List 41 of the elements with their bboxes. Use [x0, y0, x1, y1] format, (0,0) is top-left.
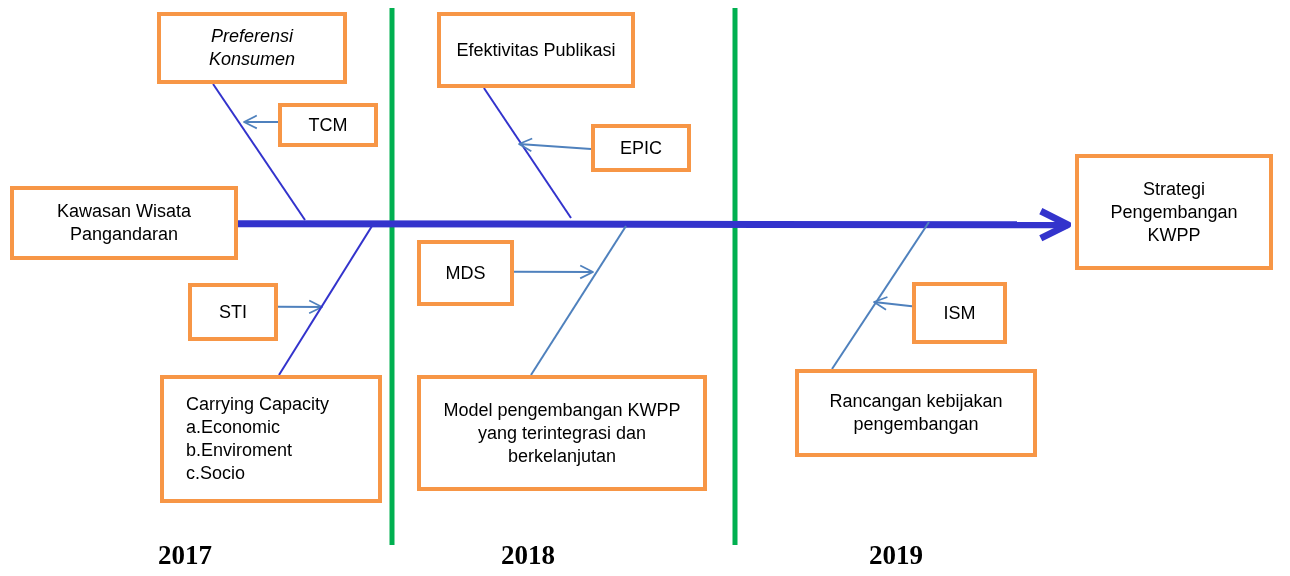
box-text: TCM — [308, 113, 348, 137]
box-text: Kawasan Wisata Pangandaran — [55, 200, 193, 246]
label-box — [278, 103, 378, 147]
box-text: c.Socio — [186, 462, 246, 485]
arrow — [277, 299, 323, 315]
label-box — [160, 375, 382, 503]
box-text: Model pengembangan KWPP yang terintegrasi dan berkelanjutan — [442, 398, 682, 468]
box-text: Efektivitas Publikasi — [456, 38, 616, 62]
label-box — [157, 12, 347, 84]
box-text: Carrying Capacity — [186, 393, 330, 416]
label-box — [591, 124, 691, 172]
box-text: Preferensi Konsumen — [207, 25, 297, 71]
arrow — [518, 137, 592, 153]
label-box — [1075, 154, 1273, 270]
box-text: STI — [219, 300, 247, 324]
label-box — [795, 369, 1037, 457]
box-text: Rancangan kebijakan pengembangan — [828, 390, 1004, 436]
year-label: 2019 — [869, 540, 923, 571]
label-box — [417, 240, 514, 306]
label-box — [437, 12, 635, 88]
year-label: 2017 — [158, 540, 212, 571]
arrow — [238, 207, 1072, 242]
box-text: a.Economic — [186, 416, 281, 439]
bone-line — [278, 225, 373, 376]
box-text: ISM — [943, 301, 976, 325]
label-box — [188, 283, 278, 341]
bone-line — [529, 225, 627, 376]
bone-line — [831, 221, 930, 370]
box-text: EPIC — [620, 136, 662, 160]
label-box — [10, 186, 238, 260]
arrow — [243, 114, 279, 130]
label-box — [912, 282, 1007, 344]
arrow — [513, 264, 594, 280]
box-text: b.Enviroment — [186, 439, 293, 462]
year-label: 2018 — [501, 540, 555, 571]
box-text: MDS — [445, 261, 486, 285]
bone-line — [482, 87, 572, 219]
label-box — [417, 375, 707, 491]
arrow — [873, 296, 913, 311]
box-text: Strategi Pengembangan KWPP — [1109, 177, 1239, 247]
bone-line — [212, 83, 306, 221]
